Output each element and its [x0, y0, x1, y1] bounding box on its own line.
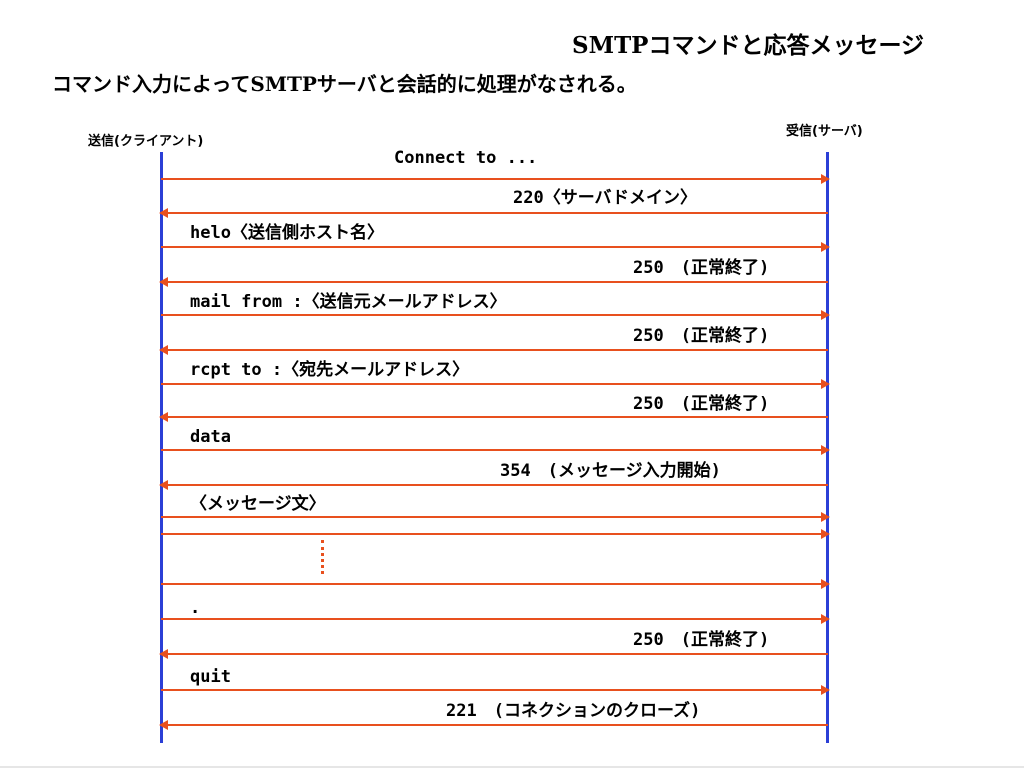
message-arrow — [159, 208, 828, 218]
message-label: 250 (正常終了) — [633, 630, 770, 650]
message-arrow — [161, 310, 830, 320]
message-label: mail from :〈送信元メールアドレス〉 — [190, 292, 507, 312]
message-arrow — [159, 480, 828, 490]
sender-lifeline — [160, 152, 163, 743]
message-label: Connect to ... — [394, 148, 538, 168]
message-label: 220〈サーバドメイン〉 — [513, 188, 698, 208]
message-arrow — [161, 614, 830, 624]
ellipsis-dots — [321, 540, 327, 574]
message-arrow — [159, 649, 828, 659]
message-label: 250 (正常終了) — [633, 326, 770, 346]
receiver-label: 受信(サーバ) — [786, 124, 863, 139]
page-subtitle: コマンド入力によってSMTPサーバと会話的に処理がなされる。 — [52, 72, 637, 96]
message-label: quit — [190, 667, 231, 687]
message-arrow — [161, 379, 830, 389]
message-arrow — [159, 345, 828, 355]
message-arrow — [159, 277, 828, 287]
message-arrow — [161, 242, 830, 252]
message-arrow — [159, 720, 828, 730]
message-label: 354 (メッセージ入力開始) — [500, 461, 721, 481]
slide-bottom-edge — [0, 766, 1024, 768]
message-label: 250 (正常終了) — [633, 394, 770, 414]
message-arrow — [161, 529, 830, 539]
message-arrow — [159, 412, 828, 422]
sender-label: 送信(クライアント) — [88, 134, 204, 149]
message-arrow — [161, 685, 830, 695]
page-title: SMTPコマンドと応答メッセージ — [572, 32, 925, 59]
message-label: 250 (正常終了) — [633, 258, 770, 278]
message-arrow — [161, 174, 830, 184]
message-label: data — [190, 427, 231, 447]
message-label: rcpt to :〈宛先メールアドレス〉 — [190, 360, 470, 380]
message-arrow — [161, 445, 830, 455]
message-arrow — [161, 579, 830, 589]
message-label: . — [190, 598, 201, 618]
message-label: helo〈送信側ホスト名〉 — [190, 223, 384, 243]
message-label: 221 (コネクションのクローズ) — [446, 701, 701, 721]
message-label: 〈メッセージ文〉 — [190, 494, 326, 514]
message-arrow — [161, 512, 830, 522]
